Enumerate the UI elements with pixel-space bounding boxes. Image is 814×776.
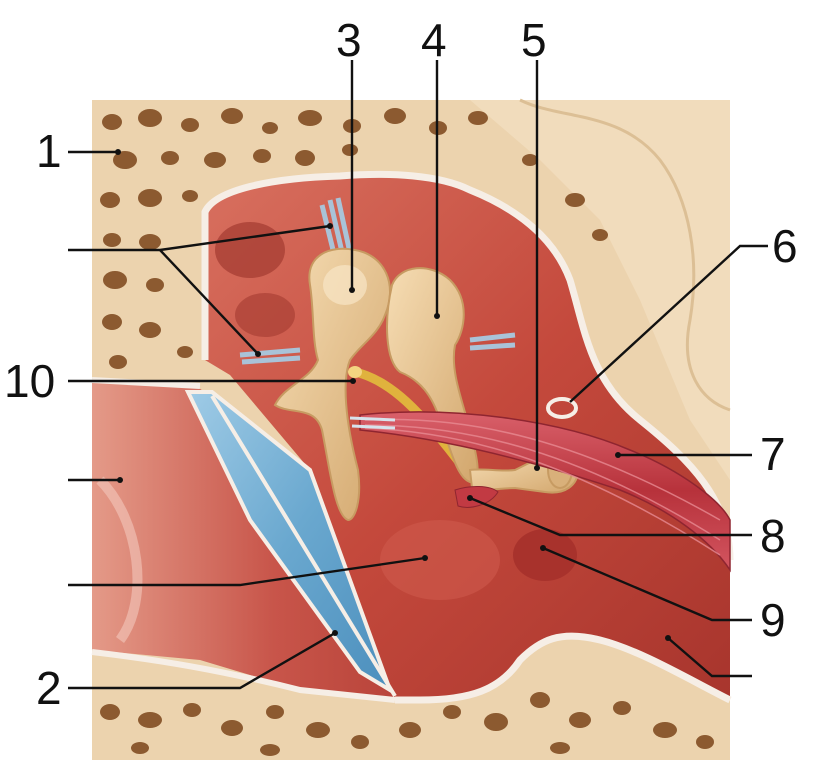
tendon-fibers — [349, 416, 396, 430]
leader-ligament-lower — [159, 249, 259, 355]
chorda-tympani-cut — [348, 366, 362, 378]
petrous-bone-region — [470, 100, 730, 480]
label-8: 8 — [760, 510, 786, 562]
label-3: 3 — [336, 14, 362, 66]
label-9: 9 — [760, 594, 786, 646]
label-5: 5 — [521, 14, 547, 66]
label-1: 1 — [36, 125, 62, 177]
external-auditory-canal — [92, 380, 395, 700]
leader-cavity — [68, 556, 426, 587]
leader-dots — [115, 149, 671, 641]
cavity-floor-lining — [395, 632, 732, 704]
canal-floor-lining — [91, 649, 396, 703]
promontory — [380, 520, 500, 600]
canal-highlight — [96, 476, 143, 643]
tensor-tympani-muscle — [359, 411, 731, 573]
oval-window-ring — [546, 397, 578, 419]
epitympanic-recess — [215, 222, 285, 278]
muscle-fibers — [364, 418, 721, 556]
leader-tube — [667, 637, 752, 678]
leader-lines — [68, 60, 768, 690]
bone-pores — [100, 108, 714, 756]
label-6: 6 — [772, 220, 798, 272]
leader-8 — [469, 496, 752, 537]
leader-9 — [542, 546, 752, 622]
label-2: 2 — [36, 662, 62, 714]
malleus — [273, 247, 391, 522]
round-window — [513, 529, 577, 581]
membrane-manubrium-line — [210, 394, 397, 698]
leader-2 — [68, 631, 336, 690]
label-4: 4 — [421, 14, 447, 66]
malleus-head-highlight — [323, 265, 367, 305]
label-7: 7 — [760, 428, 786, 480]
illustration — [91, 98, 734, 760]
inner-ear-contour — [519, 98, 731, 412]
recess-shadow — [235, 293, 295, 337]
leader-6 — [569, 244, 768, 403]
number-labels: 1 2 3 4 5 6 7 8 9 10 — [4, 14, 798, 714]
label-10: 10 — [4, 355, 55, 407]
stapedius-muscle — [454, 486, 499, 508]
